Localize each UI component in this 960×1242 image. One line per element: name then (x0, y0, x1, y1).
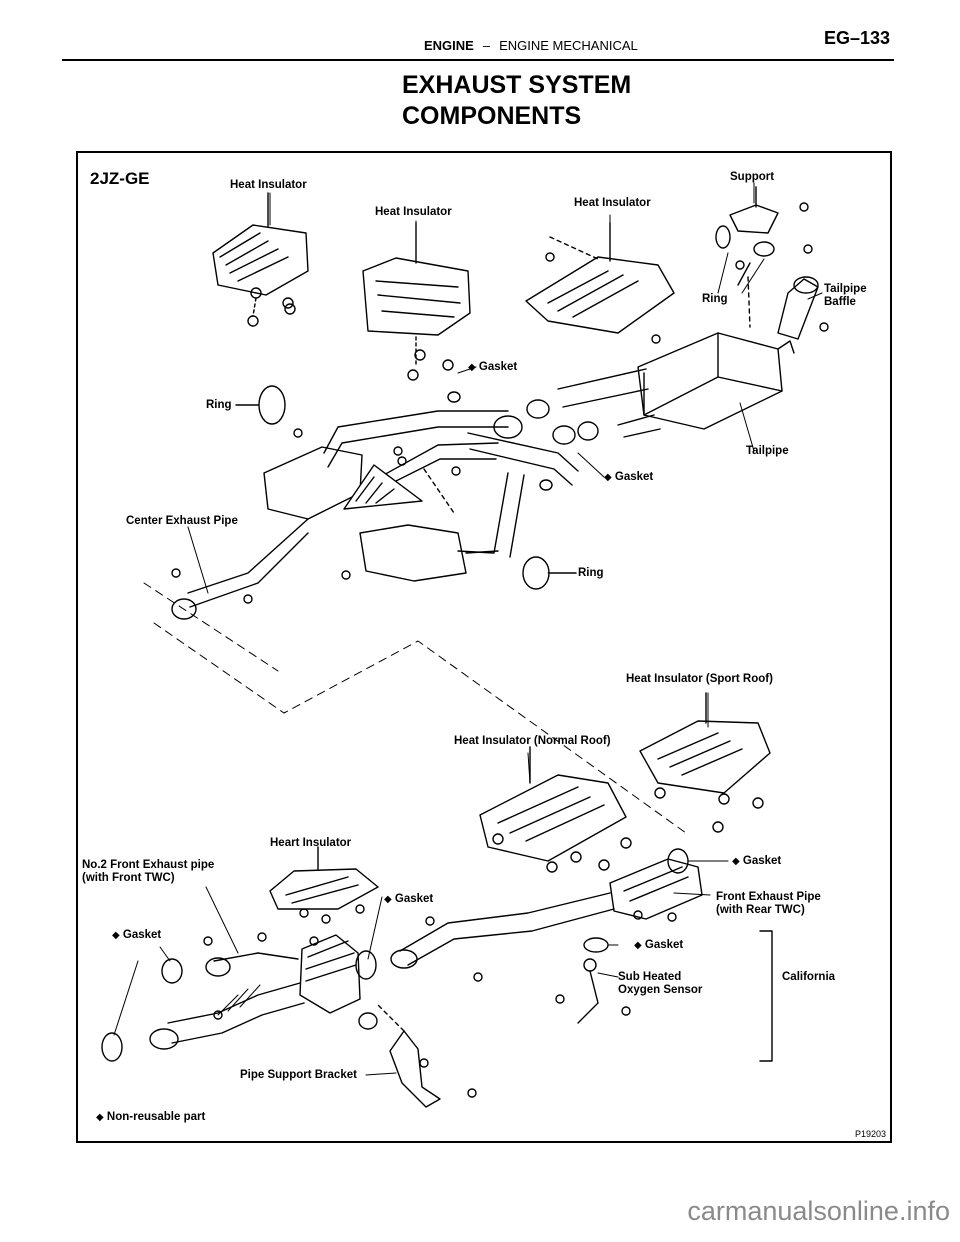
diamond-mark: ◆ (384, 894, 392, 905)
hanger-ring-left (235, 385, 303, 438)
header-section: ENGINE–ENGINE MECHANICAL (424, 38, 638, 53)
california-bracket (759, 930, 773, 1062)
sub-heated-oxygen-sensor (555, 958, 631, 1024)
label-gasket-right: ◆ Gasket (732, 855, 781, 868)
leader-lines (113, 182, 823, 1076)
diamond-mark: ◆ (732, 856, 740, 867)
diamond-mark: ◆ (468, 362, 476, 373)
label-heat-insulator-2: Heat Insulator (375, 206, 452, 218)
support-assembly (715, 186, 813, 328)
heart-insulator (269, 846, 379, 924)
label-support: Support (730, 171, 775, 183)
center-exhaust-pipe (171, 410, 579, 620)
diagram-drawing (101, 182, 829, 1108)
label-gasket-left-text: Gasket (122, 929, 162, 941)
figure-code: P19203 (854, 1129, 886, 1139)
heat-insulator-right-top (525, 222, 675, 344)
label-california: California (782, 971, 836, 983)
label-gasket-mid-text: Gasket (614, 471, 654, 483)
dashed-assembly-outline (143, 582, 687, 834)
label-heat-insulator-normal-roof: Heat Insulator (Normal Roof) (454, 735, 611, 747)
label-sensor-line-2: Oxygen Sensor (618, 984, 703, 996)
label-heat-insulator-3: Heat Insulator (574, 197, 651, 209)
label-front-exhaust-pipe-rear-twc: Front Exhaust Pipe (with Rear TWC) (716, 891, 821, 917)
title-line-2: COMPONENTS (402, 102, 582, 130)
label-gasket-left: ◆ Gasket (112, 929, 161, 942)
page-header: ENGINE–ENGINE MECHANICAL EG–133 (0, 0, 960, 64)
label-sensor-line-1: Sub Heated (618, 971, 682, 983)
label-gasket-mid: ◆ Gasket (604, 471, 653, 484)
header-separator: – (482, 38, 491, 53)
label-no2-front-exhaust-pipe-line-2: (with Front TWC) (82, 872, 175, 884)
exhaust-components-diagram: 2JZ-GE Heat Insulator Heat Insulator Hea… (76, 151, 892, 1143)
header-section-name: ENGINE (424, 38, 474, 53)
label-gasket-upper-text: Gasket (478, 361, 518, 373)
label-heat-insulator-sport-roof: Heat Insulator (Sport Roof) (626, 673, 773, 685)
header-rule (62, 59, 894, 61)
page-title: EXHAUST SYSTEM COMPONENTS (402, 70, 722, 132)
label-gasket-sensor-text: Gasket (644, 939, 684, 951)
pipe-support-bracket (377, 1004, 477, 1108)
site-watermark: carmanualsonline.info (687, 1196, 950, 1226)
heat-insulator-sport-roof (639, 692, 771, 833)
front-exhaust-pipe-rear-twc (390, 848, 703, 982)
tailpipe-muffler (557, 332, 795, 438)
label-front-exhaust-pipe-line-1: Front Exhaust Pipe (716, 891, 821, 903)
page-number: EG–133 (823, 28, 890, 48)
diamond-mark: ◆ (112, 930, 120, 941)
label-tailpipe-baffle-line-2: Baffle (824, 296, 856, 308)
label-ring-left: Ring (206, 399, 232, 411)
label-gasket-right-text: Gasket (742, 855, 782, 867)
label-center-exhaust-pipe: Center Exhaust Pipe (126, 515, 238, 527)
title-line-1: EXHAUST SYSTEM (402, 71, 632, 99)
label-tailpipe-baffle-line-1: Tailpipe (824, 283, 867, 295)
label-sub-heated-oxygen-sensor: Sub Heated Oxygen Sensor (618, 971, 702, 997)
label-gasket-upper: ◆ Gasket (468, 361, 517, 374)
label-tailpipe-baffle: Tailpipe Baffle (824, 283, 867, 309)
diamond-mark: ◆ (604, 472, 612, 483)
diamond-mark: ◆ (96, 1112, 104, 1123)
no2-front-exhaust-pipe (149, 932, 377, 1050)
heat-insulator-normal-roof (479, 746, 632, 873)
label-pipe-support-bracket: Pipe Support Bracket (240, 1069, 357, 1081)
tailpipe-baffle (777, 276, 829, 340)
triangle-bracket (343, 464, 455, 514)
label-non-reusable-part-text: Non-reusable part (106, 1111, 206, 1123)
label-gasket-center: ◆ Gasket (384, 893, 433, 906)
label-no2-front-exhaust-pipe: No.2 Front Exhaust pipe (with Front TWC) (82, 859, 214, 885)
label-gasket-center-text: Gasket (394, 893, 434, 905)
label-tailpipe: Tailpipe (746, 445, 789, 457)
diamond-mark: ◆ (634, 940, 642, 951)
label-ring-upper: Ring (702, 293, 728, 305)
label-front-exhaust-pipe-line-2: (with Rear TWC) (716, 904, 805, 916)
heat-insulator-top-left (212, 192, 309, 327)
label-non-reusable-part: ◆ Non-reusable part (96, 1111, 205, 1124)
flange-gaskets (447, 391, 599, 491)
label-heart-insulator: Heart Insulator (270, 837, 352, 849)
label-ring-mid: Ring (578, 567, 604, 579)
label-no2-front-exhaust-pipe-line-1: No.2 Front Exhaust pipe (82, 859, 215, 871)
engine-model-label: 2JZ-GE (90, 169, 150, 188)
header-subsection: ENGINE MECHANICAL (499, 38, 638, 53)
heat-insulator-center-top (362, 222, 471, 381)
label-gasket-sensor: ◆ Gasket (634, 939, 683, 952)
label-heat-insulator-1: Heat Insulator (230, 179, 307, 191)
